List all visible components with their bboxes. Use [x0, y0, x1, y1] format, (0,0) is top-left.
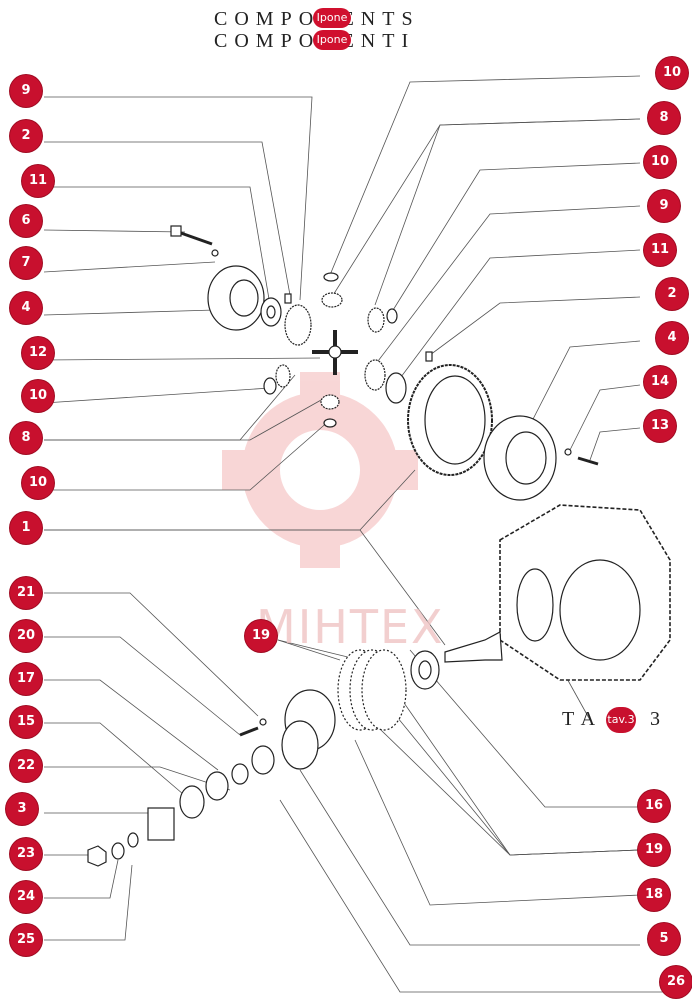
callout-6[interactable]: 6 [10, 205, 42, 237]
callout-14[interactable]: 14 [644, 366, 676, 398]
callout-23[interactable]: 23 [10, 838, 42, 870]
callout-11b[interactable]: 11 [644, 234, 676, 266]
title-components-it: COMPONENTI [214, 30, 415, 53]
callout-8b[interactable]: 8 [648, 102, 680, 134]
callout-13[interactable]: 13 [644, 410, 676, 442]
callout-7[interactable]: 7 [10, 247, 42, 279]
callout-10a[interactable]: 10 [22, 380, 54, 412]
callout-1[interactable]: 1 [10, 512, 42, 544]
leader-lines [43, 75, 672, 993]
callout-10c[interactable]: 10 [656, 57, 688, 89]
callout-26[interactable]: 26 [660, 966, 692, 998]
callout-5[interactable]: 5 [648, 923, 680, 955]
callout-9b[interactable]: 9 [648, 190, 680, 222]
callout-17[interactable]: 17 [10, 663, 42, 695]
callout-19a[interactable]: 19 [245, 620, 277, 652]
callout-8a[interactable]: 8 [10, 422, 42, 454]
callout-16[interactable]: 16 [638, 790, 670, 822]
callout-4a[interactable]: 4 [10, 292, 42, 324]
callout-3[interactable]: 3 [6, 793, 38, 825]
callout-10d[interactable]: 10 [644, 146, 676, 178]
callout-22[interactable]: 22 [10, 750, 42, 782]
callout-2a[interactable]: 2 [10, 120, 42, 152]
callout-20[interactable]: 20 [10, 620, 42, 652]
callout-11a[interactable]: 11 [22, 165, 54, 197]
table-badge[interactable]: tav.3 [606, 707, 636, 733]
callout-18[interactable]: 18 [638, 879, 670, 911]
callout-21[interactable]: 21 [10, 577, 42, 609]
callout-4b[interactable]: 4 [656, 322, 688, 354]
title-badge-top[interactable]: Ipone [313, 8, 351, 28]
callout-9a[interactable]: 9 [10, 75, 42, 107]
title-badge-bottom[interactable]: Ipone [313, 30, 351, 50]
table-suffix: 3 [650, 708, 668, 730]
table-prefix: TA [562, 708, 604, 730]
watermark-text: MIHTEX [256, 600, 445, 654]
callout-19b[interactable]: 19 [638, 834, 670, 866]
differential-parts [87, 225, 671, 867]
callout-12[interactable]: 12 [22, 337, 54, 369]
callout-15[interactable]: 15 [10, 706, 42, 738]
watermark-gear [222, 372, 418, 568]
callout-25[interactable]: 25 [10, 924, 42, 956]
callout-2b[interactable]: 2 [656, 278, 688, 310]
callout-10b[interactable]: 10 [22, 467, 54, 499]
callout-24[interactable]: 24 [10, 881, 42, 913]
